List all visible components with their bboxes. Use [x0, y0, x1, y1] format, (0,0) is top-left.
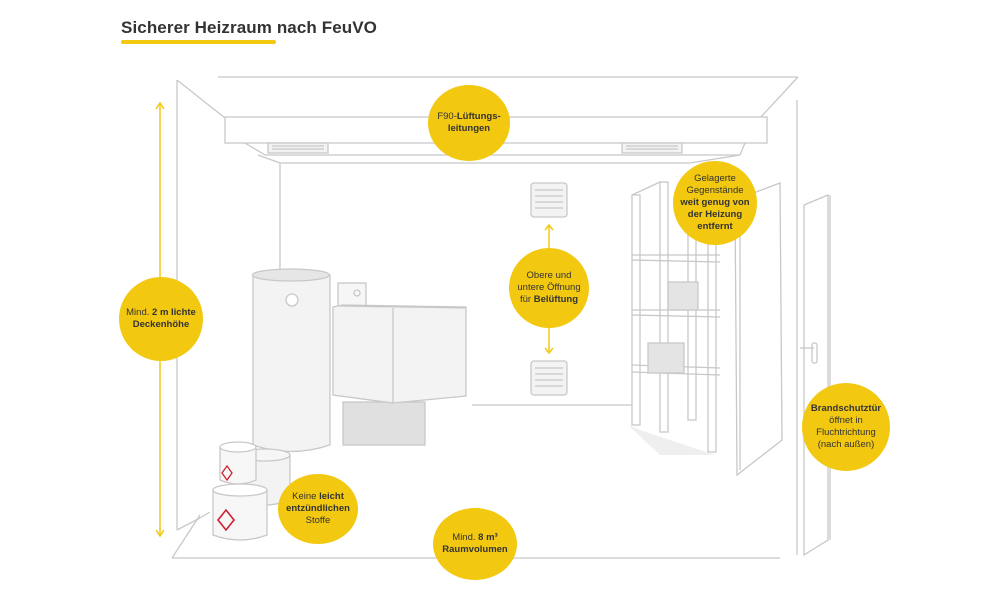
- label-text: öffnet in: [829, 415, 863, 426]
- label-bold: Deckenhöhe: [132, 319, 190, 330]
- storage-shelf: [628, 181, 721, 455]
- upper-vent-grille: [530, 182, 568, 218]
- label-text: untere Öffnung: [517, 282, 581, 293]
- label-text: Keine: [292, 491, 320, 502]
- label-text: Gegenstände: [686, 185, 744, 196]
- badge-stored-items: Gelagerte Gegenstände weit genug von der…: [673, 161, 757, 245]
- label-text: für: [519, 294, 534, 305]
- badge-air-openings: Obere und untere Öffnung für Belüftung: [509, 248, 589, 328]
- lower-vent-grille: [530, 360, 568, 396]
- label-text: Fluchtrichtung: [816, 427, 876, 438]
- paint-buckets: [212, 441, 291, 541]
- label-text: Mind.: [452, 532, 479, 543]
- label-bold: Belüftung: [533, 294, 579, 305]
- badge-ceiling-height: Mind. 2 m lichte Deckenhöhe: [119, 277, 203, 361]
- label-text: Obere und: [526, 270, 572, 281]
- label-bold: entfernt: [697, 221, 733, 232]
- label-bold: weit genug von: [680, 197, 750, 208]
- badge-ventilation-ducts: F90-Lüftungs- leitungen: [428, 85, 510, 161]
- badge-fire-door: Brandschutztür öffnet in Fluchtrichtung …: [802, 383, 890, 471]
- label-bold: der Heizung: [687, 209, 743, 220]
- label-normal: F90-: [437, 111, 457, 122]
- inner-door: [734, 182, 783, 477]
- label-bold: 8 m³: [478, 532, 498, 543]
- label-bold: leicht: [319, 491, 344, 502]
- fire-door: [800, 194, 831, 557]
- label-bold: leitungen: [447, 123, 491, 134]
- badge-no-flammables: Keine leicht entzündlichen Stoffe: [278, 474, 358, 544]
- page-title: Sicherer Heizraum nach FeuVO: [121, 18, 377, 37]
- label-bold: entzündlichen: [286, 503, 350, 514]
- badge-room-volume: Mind. 8 m³ Raumvolumen: [433, 508, 517, 580]
- label-bold: Lüftungs-: [456, 111, 501, 122]
- boiler: [332, 282, 467, 446]
- label-text: Stoffe: [305, 515, 331, 526]
- vent-arrows: [544, 223, 554, 355]
- hot-water-tank: [251, 268, 331, 453]
- label-bold: Brandschutztür: [810, 403, 882, 414]
- label-text: Mind.: [126, 307, 153, 318]
- label-bold: Raumvolumen: [442, 544, 508, 555]
- label-text: (nach außen): [817, 439, 875, 450]
- label-text: Gelagerte: [694, 173, 736, 184]
- title-underline: [121, 40, 276, 44]
- label-bold: 2 m lichte: [152, 307, 196, 318]
